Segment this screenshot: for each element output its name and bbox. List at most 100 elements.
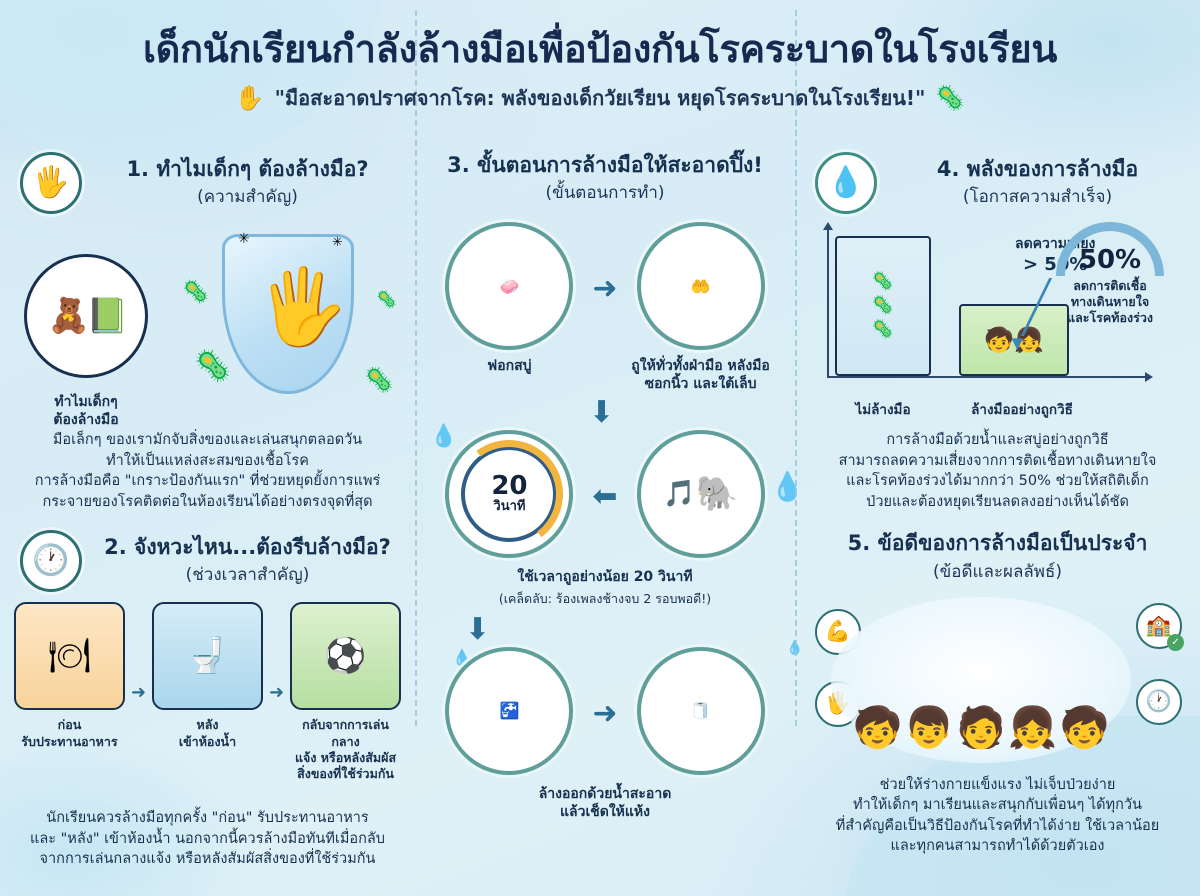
section-2-body: นักเรียนควรล้างมือทุกครั้ง "ก่อน" รับประ…	[14, 808, 401, 870]
column-right: 💧 4. พลังของการล้างมือ (โอกาสความสำเร็จ)…	[795, 148, 1200, 888]
timing-card-caption: หลัง เข้าห้องน้ำ	[152, 717, 263, 750]
body-line: จากการเล่นกลางแจ้ง หรือหลังสัมผัสสิ่งของ…	[39, 851, 376, 868]
page-subtitle: "มือสะอาดปราศจากโรค: พลังของเด็กวัยเรียน…	[274, 86, 926, 111]
section-5-body: ช่วยให้ร่างกายแข็งแรง ไม่เจ็บป่วยง่าย ทำ…	[809, 775, 1186, 857]
meal-icon: 🍽	[14, 602, 125, 711]
body-line: การล้างมือด้วยน้ำและสบู่อย่างถูกวิธี	[886, 432, 1109, 448]
section-4-title: 4. พลังของการล้างมือ	[936, 156, 1139, 181]
step-caption: ถูให้ทั่วทั้งฝ่ามือ หลังมือ ซอกนิ้ว และใ…	[626, 357, 776, 393]
donut-arc: 50%	[1056, 222, 1164, 276]
subtitle-row: ✋ "มือสะอาดปราศจากโรค: พลังของเด็กวัยเรี…	[0, 82, 1200, 114]
arrow-right-icon: ➜	[592, 271, 618, 307]
column-divider-1	[415, 10, 417, 726]
caption-line: หลัง	[196, 717, 219, 733]
section-5-illustration: 💪 🖐 🏫 ✓ 🕐 🧒 👦 🧑 👧 🧒	[809, 593, 1186, 771]
student-icon: 👧	[1007, 704, 1058, 751]
clock-icon: 🕐	[1136, 678, 1182, 725]
step-rinse: 🚰	[434, 646, 584, 775]
arrow-down-icon: ⬇	[589, 394, 615, 430]
step-dry: 🧻	[626, 646, 776, 775]
rub-hands-icon: 🤲	[636, 222, 765, 351]
body-line: การล้างมือคือ "เกราะป้องกันแรก" ที่ช่วยห…	[34, 473, 381, 490]
section-4-heading: 💧 4. พลังของการล้างมือ (โอกาสความสำเร็จ)	[809, 152, 1186, 214]
body-line: กระจายของโรคติดต่อในห้องเรียนได้อย่างตรง…	[42, 493, 373, 510]
chart-y-axis	[823, 222, 833, 378]
section-1-subtitle: (ความสำคัญ)	[197, 187, 298, 208]
music-elephant-icon: 🎵🐘	[636, 429, 765, 558]
donut-caption: ลดการติดเชื้อ ทางเดินหายใจ และโรคท้องร่ว…	[1036, 278, 1184, 326]
raised-hand-icon: ✋	[234, 84, 265, 113]
germ-icon: 🦠	[935, 84, 966, 113]
section-1-title: 1. ทำไมเด็กๆ ต้องล้างมือ?	[126, 156, 369, 181]
timer-unit: วินาที	[493, 499, 526, 515]
body-line: ทำให้เด็กๆ มาเรียนและสนุกกับเพื่อนๆ ได้ท…	[853, 797, 1142, 814]
section-2-subtitle: (ช่วงเวลาสำคัญ)	[185, 565, 310, 586]
clock-icon: 🕐	[20, 530, 82, 593]
germ-icon: 🦠	[182, 280, 210, 305]
section-4-subtitle: (โอกาสความสำเร็จ)	[962, 187, 1113, 208]
caption-line: ทางเดินหายใจ	[1070, 294, 1150, 309]
body-line: สามารถลดความเสี่ยงจากการติดเชื้อทางเดินห…	[838, 452, 1157, 469]
risk-comparison-chart: 🦠🦠🦠 🧒👧 ลดความเสี่ยง > 50% 50% ลด	[809, 222, 1186, 398]
germ-icon: 🦠	[376, 290, 398, 310]
germ-icon: ✳	[238, 231, 250, 247]
timer-note-sub: (เคล็ดลับ: ร้องเพลงช้างจบ 2 รอบพอดี!)	[498, 590, 712, 606]
smiling-hand-icon: 🖐	[256, 264, 349, 350]
germ-cluster-icon: 🦠🦠🦠	[871, 271, 895, 340]
section-4-body: การล้างมือด้วยน้ำและสบู่อย่างถูกวิธี สาม…	[809, 430, 1186, 512]
section-1-art-caption: ทำไมเด็กๆ ต้องล้างมือ	[14, 393, 158, 429]
arrow-down-icon: ⬇	[465, 611, 491, 647]
timer-icon: 20 วินาที	[445, 429, 574, 558]
student-icon: 🧒	[1059, 704, 1110, 751]
arrow-left-icon: ⬅	[592, 478, 618, 514]
timer-value: 20	[491, 471, 528, 502]
poster-header: เด็กนักเรียนกำลังล้างมือเพื่อป้องกันโรคร…	[0, 26, 1200, 114]
body-line: ทำให้เป็นแหล่งสะสมของเชื้อโรค	[106, 452, 309, 469]
section-1-heading: 🖐 1. ทำไมเด็กๆ ต้องล้างมือ? (ความสำคัญ)	[14, 152, 401, 214]
caption-line: แล้วเช็ดให้แห้ง	[560, 803, 650, 820]
student-icon: 🧑	[956, 704, 1006, 751]
section-1-illustration: 🧸📗 ทำไมเด็กๆ ต้องล้างมือ 🖐 🦠 🦠 🦠 🦠 ✳ ✳	[14, 220, 401, 430]
timer-face: 20 วินาที	[461, 445, 558, 542]
rinse-water-icon: 🚰	[445, 646, 574, 775]
timing-card: ⚽ กลับจากการเล่นกลาง แจ้ง หรือหลังสัมผัส…	[290, 602, 401, 782]
timing-card-caption: กลับจากการเล่นกลาง แจ้ง หรือหลังสัมผัส ส…	[290, 717, 401, 782]
step-timer: 20 วินาที	[434, 429, 584, 558]
chart-x-axis	[827, 372, 1153, 382]
timer-note: ใช้เวลาถูอย่างน้อย 20 วินาที	[517, 568, 693, 585]
body-line: และ "หลัง" เข้าห้องน้ำ นอกจากนี้ควรล้างม…	[30, 830, 385, 847]
page-title: เด็กนักเรียนกำลังล้างมือเพื่อป้องกันโรคร…	[142, 27, 1058, 71]
hand-icon: 🖐	[20, 152, 82, 214]
caption-line: และโรคท้องร่วง	[1067, 310, 1153, 325]
chart-category-labels: ไม่ล้างมือ ล้างมืออย่างถูกวิธี	[809, 398, 1186, 420]
toilet-icon: 🚽	[152, 602, 263, 711]
caption-line: ฟอกสบู่	[487, 358, 532, 375]
section-3-title: 3. ขั้นตอนการล้างมือให้สะอาดปิ๊ง!	[447, 153, 763, 177]
caption-line: ต้องล้างมือ	[53, 412, 119, 429]
shield-hand-illustration: 🖐 🦠 🦠 🦠 🦠 ✳ ✳	[164, 226, 414, 422]
toys-germs-icon: 🧸📗	[24, 254, 148, 378]
section-3-timer-note: ใช้เวลาถูอย่างน้อย 20 วินาที (เคล็ดลับ: …	[429, 566, 781, 609]
caption-line: แจ้ง หรือหลังสัมผัส	[294, 749, 397, 765]
step-row-2: 20 วินาที ⬅ 🎵🐘	[429, 429, 781, 558]
section-2-heading: 🕐 2. จังหวะไหน...ต้องรีบล้างมือ? (ช่วงเว…	[14, 530, 401, 593]
body-line: นักเรียนควรล้างมือทุกครั้ง "ก่อน" รับประ…	[46, 810, 369, 827]
step-song: 🎵🐘	[626, 429, 776, 558]
arrow-right-icon: ➜	[130, 681, 147, 703]
chart-label-left: ไม่ล้างมือ	[855, 402, 911, 418]
bar-no-handwash: 🦠🦠🦠	[835, 236, 931, 376]
water-drop-decoration: 💧	[430, 424, 458, 449]
donut-percentage: 50%	[1078, 245, 1142, 275]
caption-line: ซอกนิ้ว และใต้เล็บ	[644, 376, 757, 393]
arrow-right-icon: ➜	[592, 695, 618, 731]
germ-icon: 🦠	[364, 366, 394, 394]
check-icon: ✓	[1167, 633, 1184, 651]
timing-card: 🍽 ก่อน รับประทานอาหาร	[14, 602, 125, 782]
water-drop-decoration: 💧	[770, 470, 805, 503]
germ-icon: ✳	[332, 235, 343, 250]
step-soap: 🧼 ฟอกสบู่	[434, 222, 584, 375]
water-drop-icon: 💧	[815, 152, 877, 214]
student-icon: 👦	[904, 704, 955, 751]
playground-icon: ⚽	[290, 602, 401, 711]
